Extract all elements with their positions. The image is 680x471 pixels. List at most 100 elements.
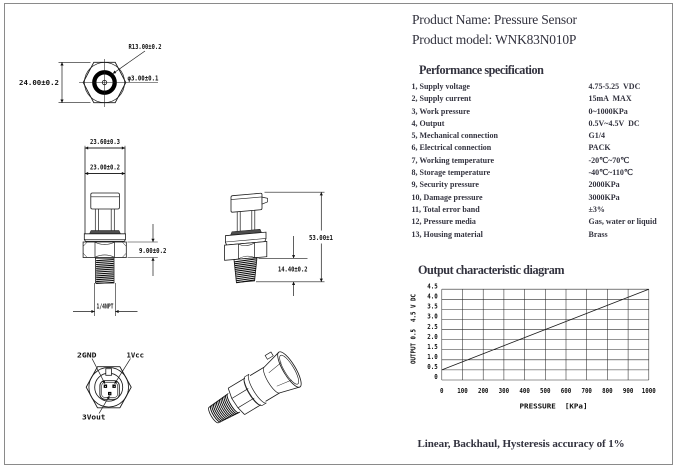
spec-value: 0~1000KPa [588,106,628,116]
pin2-leader [91,358,106,384]
side-hex-arc-top [238,242,255,246]
spec-label: 2, Supply current [411,94,472,104]
spec-label: 8, Storage temperature [411,168,491,177]
iso-neck-arc [263,366,280,394]
spec-value: Brass [588,229,608,239]
front-housing [84,147,126,235]
front-bodywidth-dim: 23.00±0.2 [90,164,120,172]
side-flange-inner-line [225,238,266,243]
chart-x-tick-label: 600 [561,387,572,395]
spec-value: ±3% [588,204,605,214]
chart-x-tick-label: 800 [602,387,613,395]
spec-row: 4, Output 0.5V~4.5V DC [412,118,672,130]
spec-value: -40℃~110℃ [588,168,633,177]
chart-y-tick-label: 1.5 [427,343,438,351]
chart-x-tick-label: 900 [623,387,634,395]
spec-row: 11, Total error band ±3% [412,204,672,216]
front-pins [94,209,115,231]
spec-label: 10, Damage pressure [411,192,483,202]
spec-label: 4, Output [411,118,445,128]
side-hex-nut [224,241,268,261]
iso-hex-bottom-edges [227,388,245,415]
pinout-shell-inner [101,382,118,398]
iso-shroud-cone [263,351,301,394]
drawing-pinout-view [85,358,132,414]
chart-x-axis-label: PRESSURE [KPa] [520,403,588,411]
iso-thread-bottom [208,406,219,424]
spec-value: G1/4 [588,131,605,141]
chart-y-tick-label: 4.0 [427,292,438,300]
chart-title: Output characteristic diagram [418,263,565,278]
spec-label: 7, Working temperature [411,155,495,165]
spec-row: 5, Mechanical connection G1/4 [412,130,672,142]
side-cap-tab [261,196,268,205]
spec-row: 7, Working temperature -20℃~70℃ [412,155,672,167]
iso-shroud-rim-outer [277,351,302,388]
pinout-key-notch [105,368,112,376]
radius-leader-line [112,50,146,74]
front-hex-nut [82,241,127,258]
pinout-pins [103,384,116,396]
spec-label: 5, Mechanical connection [411,131,498,141]
chart-y-tick-label: 1.0 [427,353,438,361]
front-thread-label: 1/4NPT [97,303,114,311]
chart-y-tick-label: 4.5 [427,282,438,290]
chart-x-tick-label: 300 [499,387,510,395]
side-thread-lines [234,258,257,284]
performance-title: Performance specification [419,62,544,77]
side-thread-length-dim: 14.40±0.2 [278,266,308,274]
product-name-line: Product Name: Pressure Sensor [412,12,577,28]
chart-x-tick-label: 1000 [642,387,656,395]
side-total-height-dim: 53.00±1 [309,234,333,242]
chart-x-tick-label: 700 [581,387,592,395]
chart-x-tick-label: 500 [540,387,551,395]
front-flange [83,233,126,242]
side-hex-arc-bottom [238,255,255,260]
spec-value: 4.75-5.25 VDC [588,81,641,91]
iso-cone-detail-lines [268,362,292,387]
side-cap-inner-line [231,196,262,200]
front-connector-base [89,230,121,235]
spec-label: 9, Security pressure [411,180,479,190]
drawing-top-view [58,50,158,107]
chart-y-tick-label: 3.5 [427,303,438,311]
chart-y-axis-label: OUTPUT 0.5 4.5 V DC [410,294,418,364]
spec-value: 3000KPa [588,192,620,202]
spec-row: 2, Supply current 15mA MAX [412,93,672,105]
spec-label: 6, Electrical connection [411,143,492,153]
front-hexheight-dim: 9.00±0.2 [139,247,167,255]
spec-value: 0.5V~4.5V DC [588,118,640,128]
spec-value: 15mA MAX [588,94,632,104]
chart-y-tick-label: 0.5 [427,363,438,371]
front-connector-cap [90,192,120,210]
front-thread-lines [96,259,114,285]
pin3-leader [98,395,110,414]
side-connector-cap [230,192,263,213]
drawing-side-view [224,192,268,284]
pinout-outer-circle [88,366,129,408]
iso-cap-tab [264,351,274,360]
front-hex-arc-top [94,242,115,245]
top-view-hole-dim: φ3.00±0.1 [128,75,159,83]
iso-collar-arcs [243,373,267,406]
chart-y-tick-label: 2.0 [427,333,438,341]
pin1-leader [114,358,131,384]
spec-row: 8, Storage temperature -40℃~110℃ [412,167,672,179]
pinout-pin2-label: 2GND [77,351,97,360]
chart-x-tick-label: 400 [519,387,530,395]
spec-value: -20℃~70℃ [588,155,630,165]
spec-label: 11, Total error band [411,204,480,214]
drawing-isometric-view [208,351,302,424]
spec-row: 10, Damage pressure 3000KPa [412,192,672,204]
technical-drawings: R13.00±0.2 φ3.00±0.1 24.00±0.2 [19,43,333,424]
front-hex-arc-bottom [94,254,115,258]
chart-x-tick-label: 0 [440,387,444,395]
pinout-pin3-label: 3Vout [82,413,106,422]
chart-grid [441,288,650,381]
chart-y-tick-label: 3.0 [427,313,438,321]
